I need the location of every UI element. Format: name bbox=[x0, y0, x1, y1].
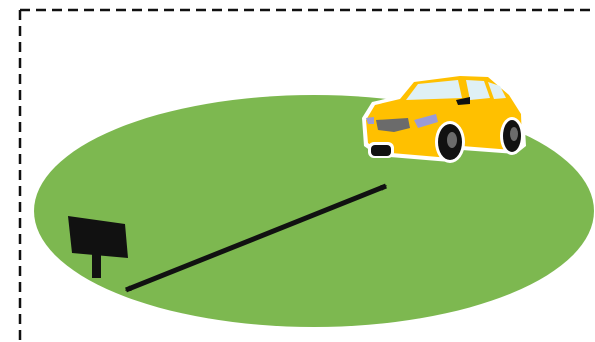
car-side-window-front bbox=[466, 80, 490, 100]
car-rear-wheel bbox=[500, 117, 524, 155]
double-headed-distance-arrow bbox=[124, 183, 388, 293]
sign-board-icon bbox=[68, 216, 128, 278]
yellow-car-icon bbox=[362, 72, 526, 163]
car-front-wheel bbox=[435, 121, 465, 163]
car-side-mirror bbox=[456, 97, 470, 105]
car-front-left-wheel bbox=[368, 142, 394, 158]
car-grille bbox=[376, 118, 410, 132]
car-side-window-rear bbox=[488, 82, 506, 99]
sign-panel bbox=[68, 216, 128, 258]
car-headlight-left bbox=[366, 117, 374, 124]
sign-post bbox=[92, 252, 101, 278]
car-windshield bbox=[406, 80, 462, 100]
car-headlight-right bbox=[414, 114, 438, 128]
